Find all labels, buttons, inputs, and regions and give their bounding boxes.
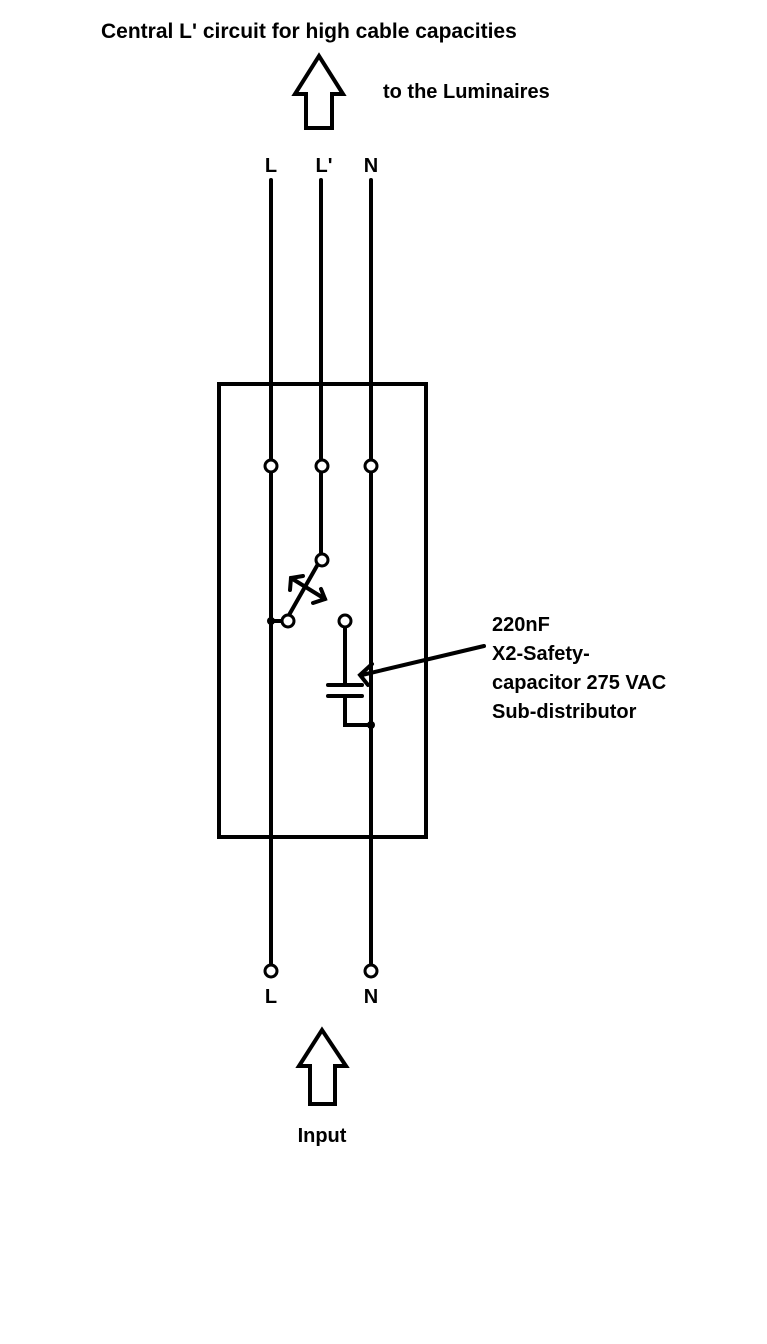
bottom-terminal-N-label: N: [364, 986, 378, 1008]
terminal-L-top: [263, 458, 279, 474]
junction-dot-N: [367, 721, 375, 729]
junction-dot-L: [267, 617, 275, 625]
capacitor-note-line4: Sub-distributor: [492, 701, 637, 723]
capacitor-note-line2: X2-Safety-: [492, 643, 590, 665]
top-terminal-Lprime-label: L': [316, 155, 333, 177]
terminal-N-bottom: [363, 963, 379, 979]
terminal-L-bottom: [263, 963, 279, 979]
output-arrow-icon: [291, 52, 347, 130]
diagram-title: Central L' circuit for high cable capaci…: [101, 20, 517, 43]
switch-contact-capacitor: [337, 613, 353, 629]
output-label: to the Luminaires: [383, 81, 550, 103]
capacitor-note-line1: 220nF: [492, 614, 550, 636]
capacitor-note-line3: capacitor 275 VAC: [492, 672, 666, 694]
terminal-N-top: [363, 458, 379, 474]
switch-contact-common: [314, 552, 330, 568]
top-terminal-N-label: N: [364, 155, 378, 177]
capacitor-icon: [326, 683, 373, 727]
switch-contact-L: [280, 613, 296, 629]
capacitor-leader-arrow-icon: [357, 644, 486, 687]
input-arrow-icon: [295, 1026, 350, 1106]
input-label: Input: [298, 1125, 347, 1147]
bottom-terminal-L-label: L: [265, 986, 277, 1008]
terminal-Lprime-top: [314, 458, 330, 474]
top-terminal-L-label: L: [265, 155, 277, 177]
